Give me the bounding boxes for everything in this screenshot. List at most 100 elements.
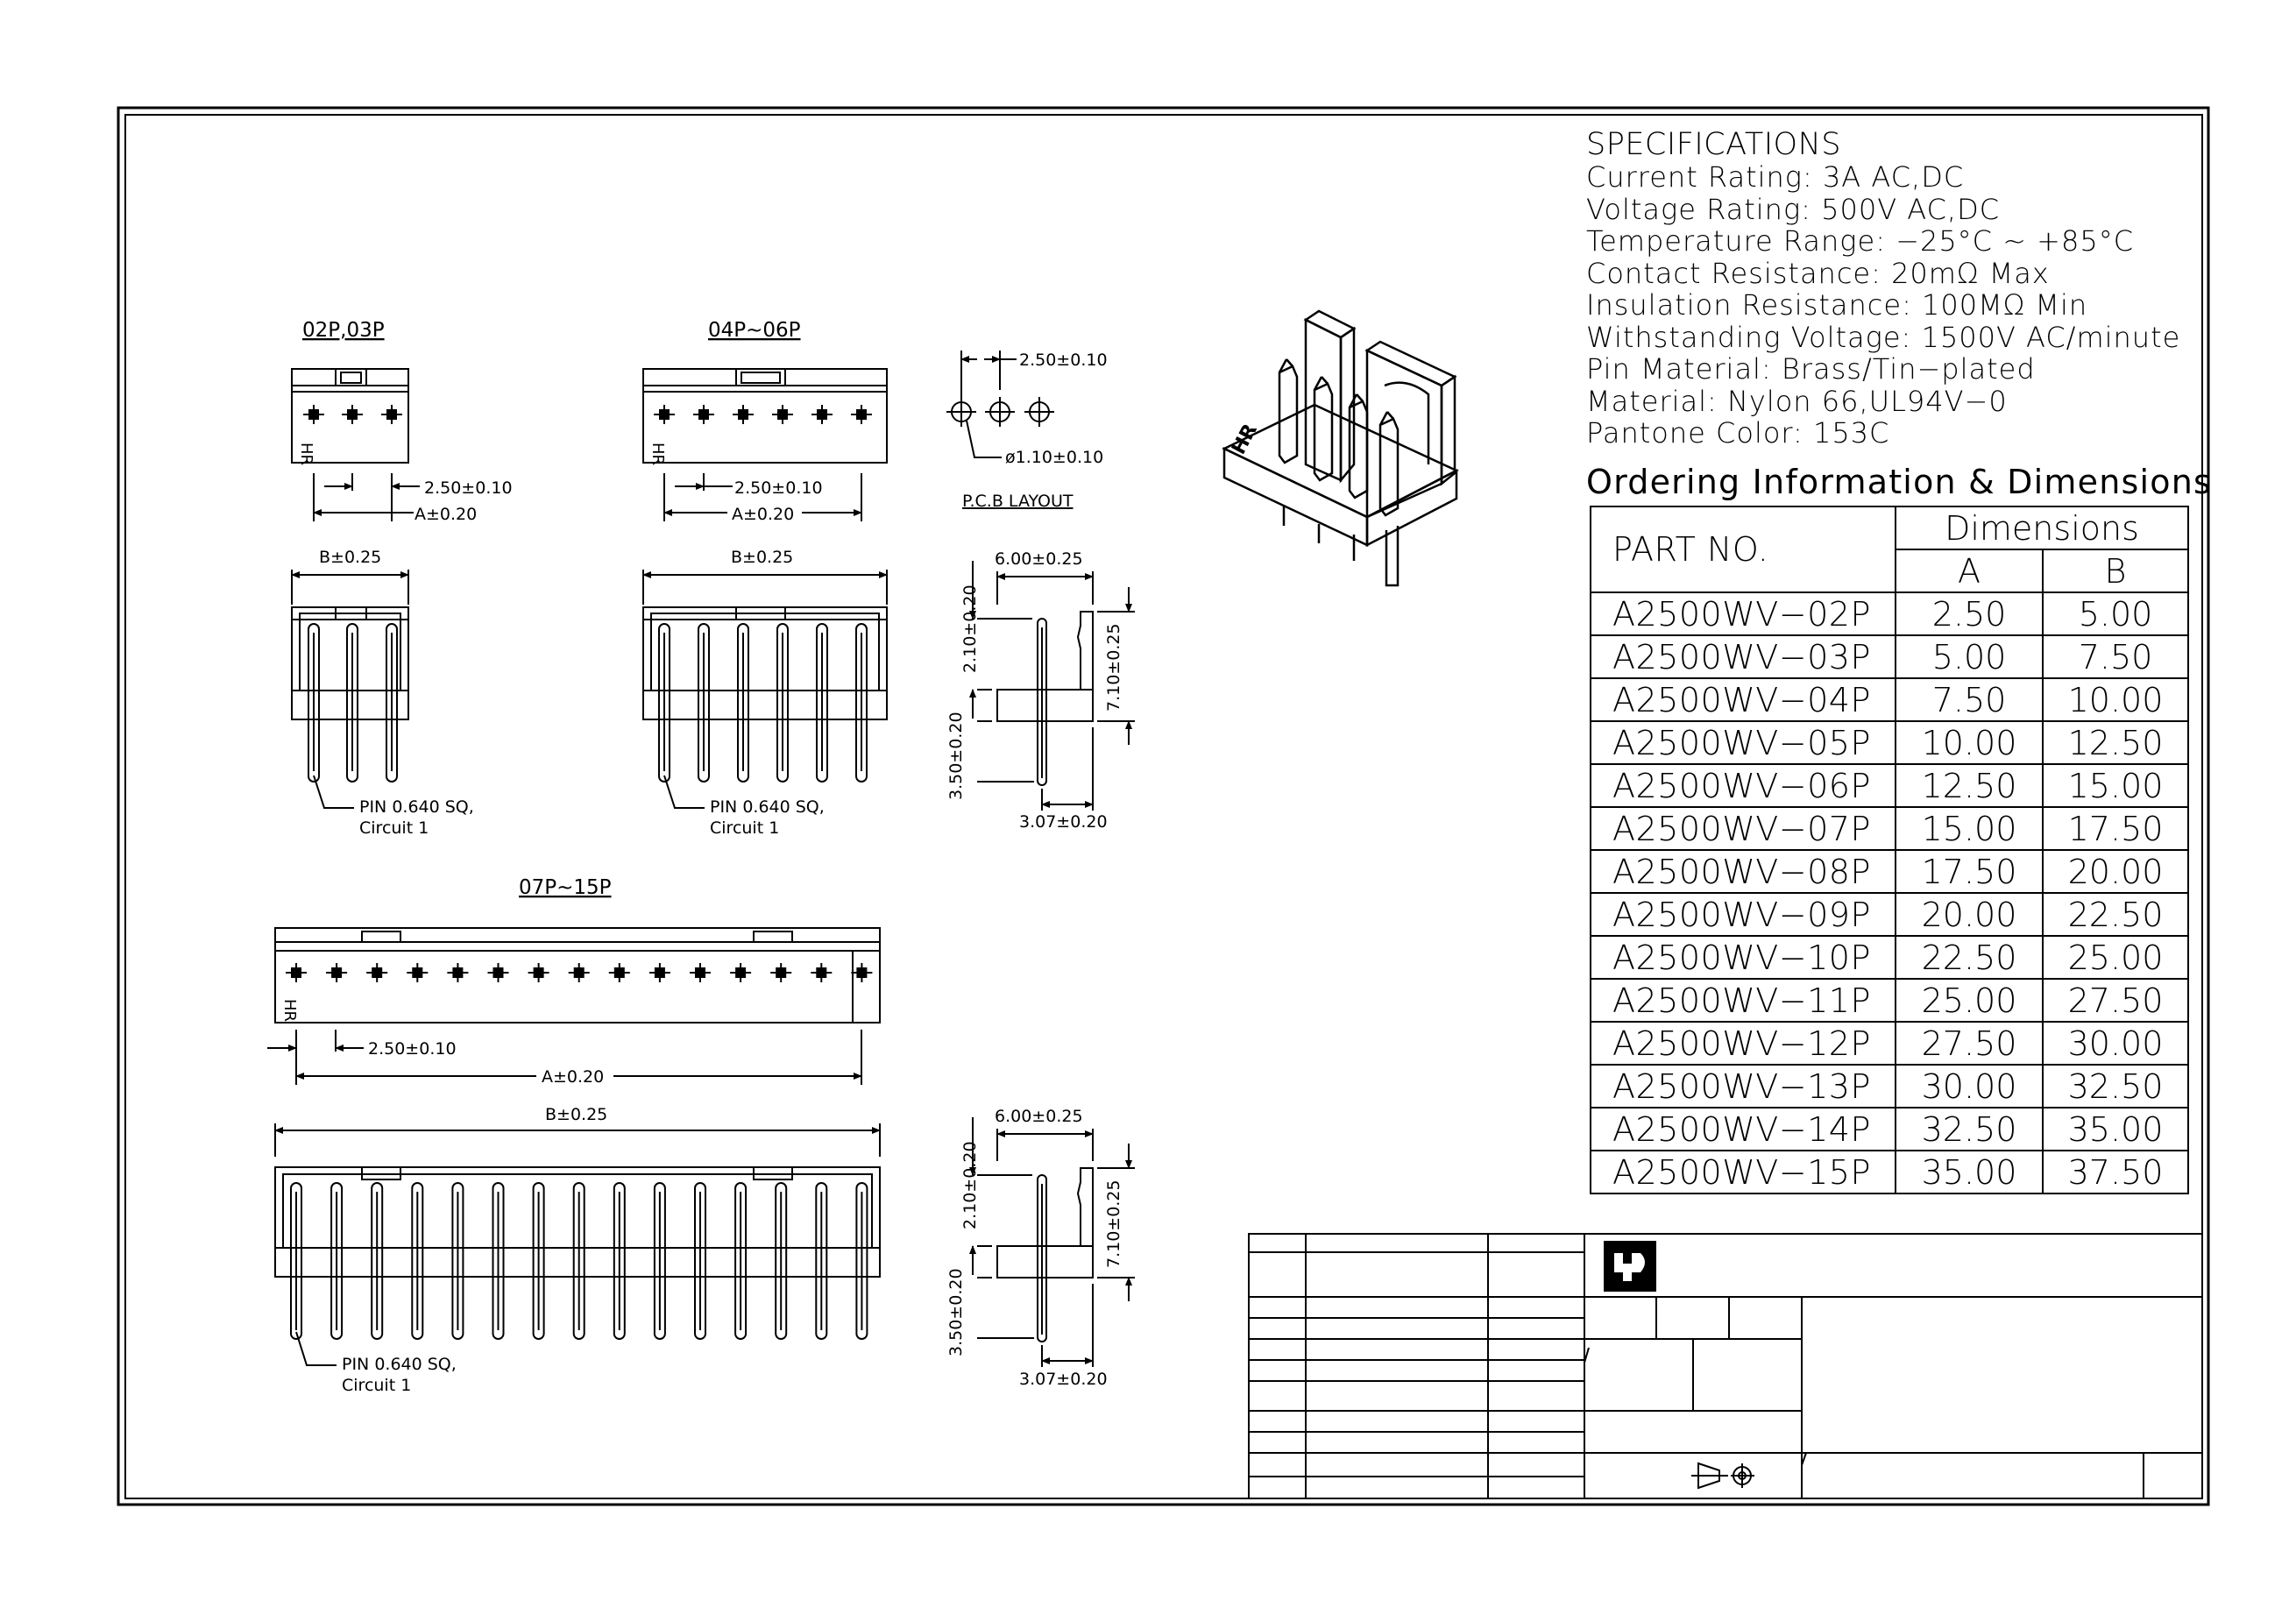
part-no-cell: A2500WV−05P	[1590, 720, 1896, 765]
spec-line: Voltage Rating: 500V AC,DC	[1586, 192, 2001, 226]
pin-contact	[371, 1182, 384, 1340]
pcb-hole: ø1.10±0.10	[1005, 448, 1103, 467]
pcb-layout: 2.50±0.10 ø1.10±0.10 P.C.B LAYOUT	[946, 351, 1108, 511]
col-dims-header: Dimensions	[1895, 506, 2189, 550]
side-350: 3.50±0.20	[946, 712, 966, 800]
pin-mark	[326, 963, 348, 982]
label-02p-03p: 02P,03P	[302, 319, 385, 342]
spec-line: Temperature Range: −25°C ~ +85°C	[1586, 224, 2135, 258]
dim-b-cell: 22.50	[2042, 892, 2189, 937]
pcb-pitch: 2.50±0.10	[1019, 351, 1108, 370]
dim-a-cell: 5.00	[1895, 634, 2044, 679]
part-no-cell: A2500WV−08P	[1590, 849, 1896, 894]
pin-note-04p-2: Circuit 1	[710, 818, 779, 838]
dim-b-cell: 17.50	[2042, 806, 2189, 851]
connector-isometric: HR	[1222, 309, 1459, 587]
dim-a-cell: 20.00	[1895, 892, 2044, 937]
dim-a-02p: A±0.20	[415, 505, 477, 524]
side-307-b: 3.07±0.20	[1019, 1370, 1108, 1389]
dim-a-cell: 25.00	[1895, 978, 2044, 1023]
pin-contact	[613, 1182, 626, 1340]
pin-mark	[648, 963, 670, 982]
pin-contact	[492, 1182, 505, 1340]
part-no-cell: A2500WV−04P	[1590, 677, 1896, 722]
pin-mark	[693, 405, 714, 424]
company-logo	[1604, 1241, 1656, 1292]
pin-contact	[451, 1182, 464, 1340]
pin-mark	[608, 963, 630, 982]
pin-mark	[342, 405, 363, 424]
pin-note-04p-1: PIN 0.640 SQ,	[710, 797, 825, 817]
top-view-02p-03p: HR	[291, 368, 409, 465]
col-part-header: PART NO.	[1590, 506, 1896, 593]
dim-a-cell: 15.00	[1895, 806, 2044, 851]
pin-contact	[855, 623, 868, 783]
pin-post	[1313, 376, 1334, 482]
pin-mark	[851, 963, 873, 982]
inner-border	[124, 114, 2203, 1499]
housing-mark: HR	[280, 999, 299, 1022]
spec-line: Current Rating: 3A AC,DC	[1586, 160, 1965, 194]
pin-contact	[411, 1182, 424, 1340]
pin-mark	[366, 963, 388, 982]
pin-mark	[528, 963, 549, 982]
pin-contact	[775, 1182, 788, 1340]
pin-mark	[303, 405, 324, 424]
pin-mark	[407, 963, 429, 982]
ordering-title: Ordering Information & Dimensions	[1586, 463, 2212, 501]
housing-mark: HR	[648, 443, 667, 465]
pin-mark	[772, 405, 793, 424]
dim-a-cell: 2.50	[1895, 591, 2044, 636]
front-view-07p-15p	[274, 1166, 881, 1340]
dim-b-cell: 30.00	[2042, 1021, 2189, 1066]
side-width: 6.00±0.25	[995, 549, 1083, 569]
pin-contact	[532, 1182, 545, 1340]
pin-contact	[694, 1182, 706, 1340]
side-210: 2.10±0.20	[960, 584, 980, 673]
pin-contact	[737, 623, 749, 783]
dim-a-07p: A±0.20	[542, 1067, 604, 1087]
part-no-cell: A2500WV−03P	[1590, 634, 1896, 679]
dim-b-04p: B±0.25	[731, 548, 793, 567]
dim-pitch-04p: 2.50±0.10	[734, 478, 823, 498]
part-no-cell: A2500WV−06P	[1590, 763, 1896, 808]
pin-note-02p-2: Circuit 1	[359, 818, 429, 838]
side-710: 7.10±0.25	[1104, 623, 1123, 712]
pin-mark	[487, 963, 509, 982]
spec-line: Material: Nylon 66,UL94V−0	[1586, 384, 2008, 418]
part-no-cell: A2500WV−13P	[1590, 1064, 1896, 1108]
pin-mark	[654, 405, 675, 424]
pin-contact	[776, 623, 789, 783]
pin-contact	[290, 1182, 302, 1340]
front-view-02p-03p	[291, 606, 409, 783]
pin-mark	[811, 405, 833, 424]
spec-line: Withstanding Voltage: 1500V AC/minute	[1586, 320, 2181, 354]
dim-a-cell: 22.50	[1895, 935, 2044, 980]
side-view-bottom: 6.00±0.25 7.10±0.25 2.10±0.20 3.50±0.20	[946, 1107, 1135, 1389]
part-no-cell: A2500WV−11P	[1590, 978, 1896, 1023]
title-block	[1248, 1233, 2203, 1499]
pin-contact	[658, 623, 670, 783]
dim-b-cell: 27.50	[2042, 978, 2189, 1023]
pin-mark	[568, 963, 590, 982]
pin-contact	[815, 1182, 828, 1340]
dim-pitch-07p: 2.50±0.10	[368, 1039, 457, 1059]
pin-mark	[770, 963, 792, 982]
pin-contact	[346, 623, 358, 783]
spec-line: Insulation Resistance: 100MΩ Min	[1586, 288, 2088, 322]
label-07p-15p: 07P~15P	[519, 876, 612, 899]
side-350-b: 3.50±0.20	[946, 1268, 966, 1356]
dim-b-cell: 37.50	[2042, 1150, 2189, 1194]
pin-mark	[811, 963, 833, 982]
dim-b-cell: 15.00	[2042, 763, 2189, 808]
